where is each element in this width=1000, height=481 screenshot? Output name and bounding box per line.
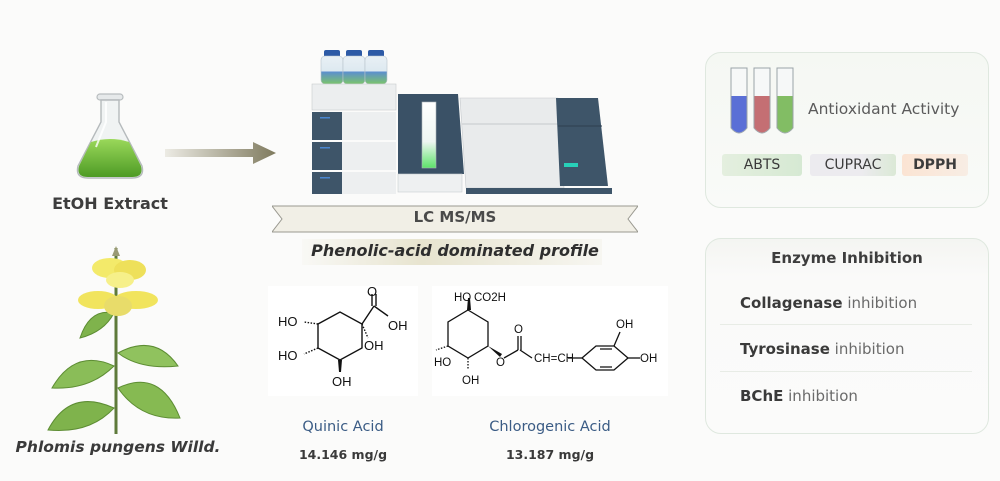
atom-label: OH [388, 318, 408, 333]
plant-species-label: Phlomis pungens Willd. [15, 438, 221, 456]
atom-label: HO [278, 314, 298, 329]
compound-name: Quinic Acid [302, 419, 384, 435]
divider [720, 324, 972, 325]
enzyme-item-tyrosinase: Tyrosinase inhibition [740, 340, 904, 358]
enzyme-panel [705, 238, 989, 434]
enzyme-suffix: inhibition [842, 294, 918, 312]
antioxidant-title: Antioxidant Activity [808, 100, 960, 118]
enzyme-suffix: inhibition [783, 387, 858, 405]
profile-highlight [302, 239, 602, 265]
atom-label: OH [462, 375, 479, 387]
atom-label: O [496, 357, 505, 369]
chlorogenic-acid-structure: HO CO2H O HO OH O CH=CH OH OH [432, 286, 668, 396]
atom-label: OH [640, 353, 657, 365]
quinic-acid-structure: O OH OH HO HO OH [268, 286, 418, 396]
atom-label: HO [434, 357, 451, 369]
enzyme-item-bche: BChE inhibition [740, 387, 858, 405]
erlenmeyer-flask-icon [76, 93, 144, 179]
enzyme-title: Enzyme Inhibition [771, 249, 923, 267]
atom-label: CO2H [474, 292, 506, 304]
extract-label: EtOH Extract [52, 194, 168, 213]
compound-content: 13.187 mg/g [505, 447, 595, 462]
profile-label: Phenolic-acid dominated profile [311, 241, 599, 260]
atom-label: OH [616, 319, 633, 331]
compound-content: 14.146 mg/g [298, 447, 388, 462]
atom-label: OH [332, 374, 352, 389]
atom-label: O [514, 324, 523, 336]
enzyme-name: Collagenase [740, 294, 843, 312]
assay-badge-dpph: DPPH [902, 154, 968, 176]
enzyme-name: BChE [740, 387, 784, 405]
method-ribbon [272, 205, 638, 233]
atom-label: CH=CH [534, 353, 574, 365]
process-arrow-icon [165, 142, 276, 164]
enzyme-item-collagenase: Collagenase inhibition [740, 294, 917, 312]
compound-name: Chlorogenic Acid [489, 419, 611, 435]
atom-label: O [367, 286, 377, 299]
lc-ms-instrument-icon [311, 50, 612, 194]
enzyme-name: Tyrosinase [740, 340, 830, 358]
enzyme-suffix: inhibition [829, 340, 905, 358]
plant-illustration [47, 246, 181, 434]
assay-badge-abts: ABTS [722, 154, 802, 176]
method-label: LC MS/MS [413, 208, 497, 226]
divider [720, 371, 972, 372]
atom-label: HO [278, 348, 298, 363]
antioxidant-panel [705, 52, 989, 208]
test-tubes-icon [730, 67, 794, 134]
atom-label: HO [454, 292, 471, 304]
atom-label: OH [364, 338, 384, 353]
assay-badge-cuprac: CUPRAC [810, 154, 896, 176]
